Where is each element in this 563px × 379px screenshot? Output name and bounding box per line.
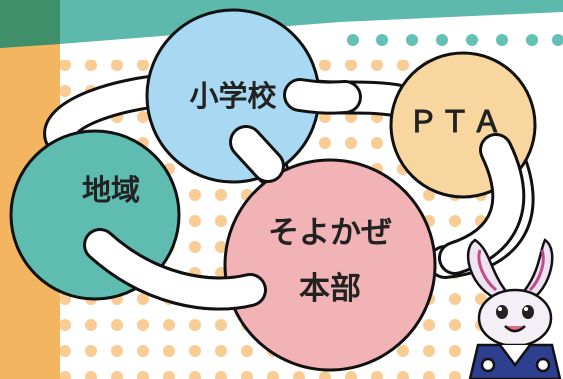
node-school-label: 小学校	[189, 79, 276, 113]
node-hq-circle	[223, 158, 437, 372]
teal-dot-row	[347, 34, 563, 46]
node-community-label: 地域	[82, 173, 140, 207]
node-hq-label-line1: そよかぜ	[268, 215, 392, 251]
node-hq: そよかぜ 本部	[223, 158, 437, 372]
rabbit-mascot-icon	[466, 238, 562, 379]
node-hq-label-line2: 本部	[299, 271, 361, 307]
node-school: 小学校	[145, 8, 321, 184]
top-teal-dark	[0, 0, 60, 48]
node-pta-label: ＰＴＡ	[408, 105, 504, 140]
